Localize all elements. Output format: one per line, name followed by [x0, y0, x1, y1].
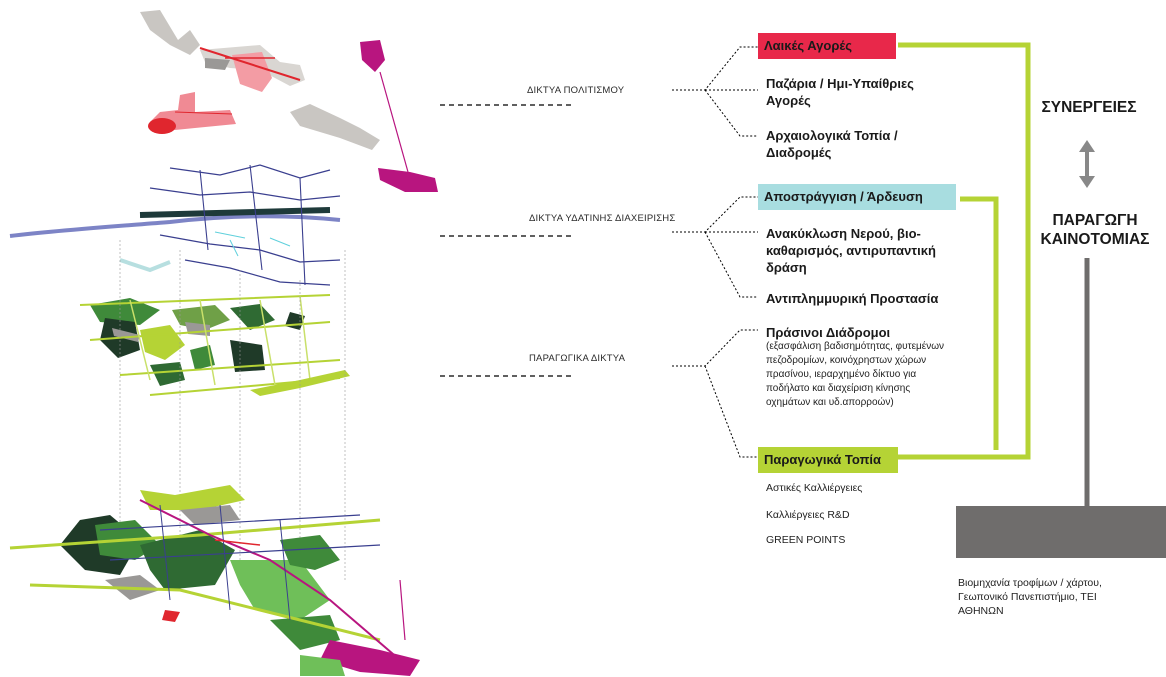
productive-landscapes-box: Παραγωγικά Τοπία	[758, 447, 898, 473]
urban-farming-item: Αστικές Καλλιέργειες	[766, 482, 863, 494]
synergy-brackets	[898, 42, 1031, 460]
flood-protection-item: Αντιπλημμυρική Προστασία	[766, 291, 939, 306]
network-label-productive: ΠΑΡΑΓΩΓΙΚΑ ΔΙΚΤΥΑ	[529, 353, 626, 364]
bazaars-item: Παζάρια / Ημι-Υπαίθριες Αγορές	[766, 76, 914, 108]
innovation-heading: ΠΑΡΑΓΩΓΗ ΚΑΙΝΟΤΟΜΙΑΣ	[1040, 212, 1150, 248]
network-label-culture: ΔΙΚΤΥΑ ΠΟΛΙΤΙΣΜΟΥ	[527, 85, 625, 96]
green-corridors-description: (εξασφάλιση βαδισημότητας, φυτεμένων πεζ…	[766, 341, 945, 408]
rd-farming-item: Καλλιέργειες R&D	[766, 509, 850, 521]
network-label-water: ΔΙΚΤΥΑ ΥΔΑΤΙΝΗΣ ΔΙΑΧΕΙΡΙΣΗΣ	[529, 213, 676, 224]
double-arrow-icon	[1079, 140, 1095, 188]
culture-network-layer	[140, 10, 438, 192]
productive-network-layer	[79, 294, 350, 396]
water-recycling-item: Ανακύκλωση Νερού, βιο-καθαρισμός, αντιρυ…	[766, 226, 936, 275]
markets-box: Λαικές Αγορές	[758, 33, 896, 59]
layer-drop-lines	[119, 240, 346, 580]
water-network-layer	[9, 164, 341, 286]
dotted-branches	[672, 46, 758, 458]
drainage-box: Αποστράγγιση / Άρδευση	[758, 184, 956, 210]
industry-footer: Βιομηχανία τροφίμων / χάρτου, Γεωπονικό …	[958, 577, 1102, 617]
archaeological-item: Αρχαιολογικά Τοπία / Διαδρομές	[766, 128, 898, 160]
composite-network-layer	[9, 485, 420, 676]
dashed-connectors	[440, 104, 575, 377]
industry-block	[956, 506, 1166, 558]
synergies-heading: ΣΥΝΕΡΓΕΙΕΣ	[1041, 99, 1137, 116]
green-points-item: GREEN POINTS	[766, 534, 846, 546]
green-corridors-title: Πράσινοι Διάδρομοι	[766, 325, 891, 340]
